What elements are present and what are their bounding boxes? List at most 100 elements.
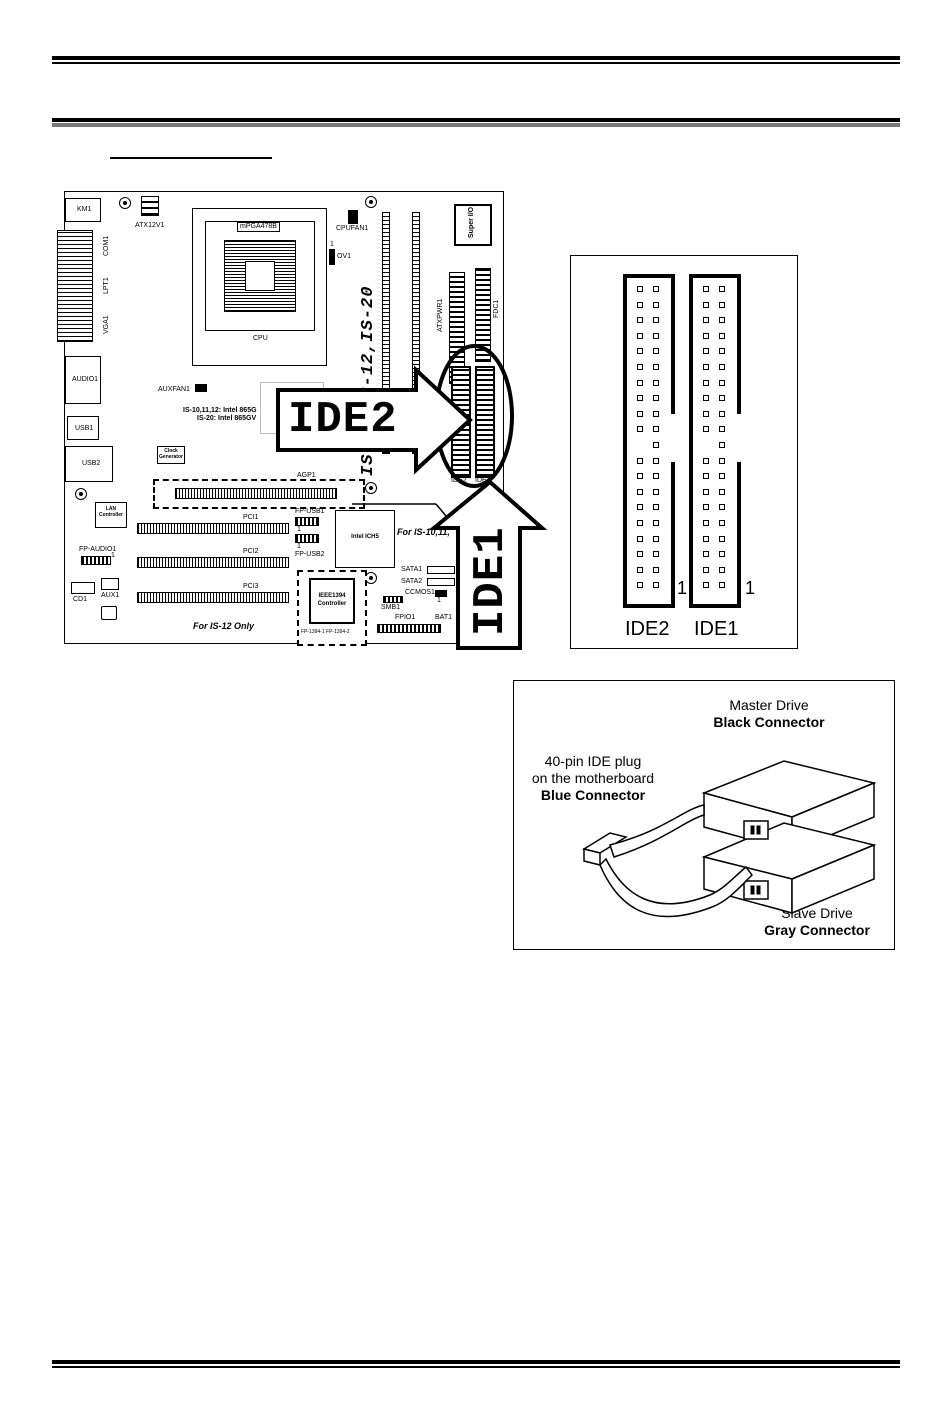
master-drive-label: Master Drive Black Connector xyxy=(713,697,825,730)
ide-pin xyxy=(719,395,725,402)
ov1-jumper xyxy=(329,249,335,265)
ide-pin xyxy=(703,348,709,355)
cpu-socket xyxy=(205,221,315,331)
ide2-pinout-connector xyxy=(623,274,675,608)
fp-audio1-header xyxy=(81,556,111,565)
ide-pin xyxy=(653,364,659,370)
aux1-connector xyxy=(101,578,119,590)
ide-pin xyxy=(719,473,725,480)
ide1-pin1-label: 1 xyxy=(745,578,756,598)
ide-pin xyxy=(637,488,643,495)
ide-pin xyxy=(703,317,709,324)
ide-pin xyxy=(703,488,709,495)
ieee1394-controller-chip: IEEE1394 Controller xyxy=(309,578,355,624)
ide-pin xyxy=(653,582,659,589)
pci3-slot xyxy=(137,592,289,603)
fp-usb2-header xyxy=(295,534,319,543)
ide-pin xyxy=(653,332,659,339)
section-rule xyxy=(52,118,900,127)
ide-pin xyxy=(653,504,659,511)
ide-pin xyxy=(703,582,709,589)
mount-hole xyxy=(365,196,377,208)
ide-pin xyxy=(719,348,725,355)
agp1-slot xyxy=(175,488,337,499)
ide2-callout-arrow xyxy=(276,365,473,475)
dimm-slot-1 xyxy=(382,212,390,454)
ide-pin xyxy=(719,457,725,464)
ide-pin xyxy=(719,551,725,558)
connector-key-notch xyxy=(733,414,741,462)
ide-pin xyxy=(703,504,709,511)
ide-pin xyxy=(653,566,659,573)
atx12v1-connector xyxy=(141,196,159,216)
ide-pin xyxy=(703,301,709,308)
smb1-header xyxy=(383,596,403,603)
ide-pin xyxy=(719,488,725,495)
ide-pin xyxy=(703,535,709,542)
cpu-die xyxy=(245,261,275,291)
ide-pin xyxy=(719,520,725,526)
sata2-connector xyxy=(427,578,455,586)
ide-pin xyxy=(719,535,725,542)
ide-pin xyxy=(703,332,709,339)
audio1-port: AUDIO1 xyxy=(65,356,101,404)
ide-pin xyxy=(637,395,643,402)
ide-pin xyxy=(703,364,709,370)
ide-pin xyxy=(719,410,725,417)
ide-pin xyxy=(637,582,643,589)
ide-pin xyxy=(719,332,725,339)
com1-lpt1-ports xyxy=(57,230,93,342)
ide-pin xyxy=(653,410,659,417)
usb2-port: USB2 xyxy=(65,446,113,482)
ide-pin xyxy=(703,426,709,433)
ide-pin xyxy=(703,551,709,558)
ide-pin xyxy=(719,286,725,292)
drives-and-cable-drawing xyxy=(582,760,877,918)
ide-pinout-diagram: 1 1 IDE2 IDE1 xyxy=(570,255,798,649)
ide-pin xyxy=(637,535,643,542)
pci2-slot xyxy=(137,557,289,568)
ieee1394-highlight: IEEE1394 Controller FP-1394-1 FP-1394-2 xyxy=(297,570,367,646)
connector-key-notch xyxy=(667,414,675,462)
auxfan1-header xyxy=(195,384,207,392)
mount-hole xyxy=(119,197,131,209)
ide-pin xyxy=(637,364,643,370)
ide-pin xyxy=(637,379,643,386)
ide-pin xyxy=(719,566,725,573)
agp1-highlight xyxy=(153,479,365,509)
ide-pin xyxy=(653,551,659,558)
ide1-pinout-label: IDE1 xyxy=(694,618,739,640)
ide-pin xyxy=(703,286,709,292)
ide2-pinout-label: IDE2 xyxy=(625,618,670,640)
ide-pin xyxy=(719,317,725,324)
ide-pin xyxy=(653,317,659,324)
ide-pin xyxy=(653,426,659,433)
cpu-socket-area: mPGA478B CPU xyxy=(192,208,327,366)
ide-pin xyxy=(637,301,643,308)
fpio1-header xyxy=(377,624,441,633)
ide-pin xyxy=(653,286,659,292)
ide-pin xyxy=(637,286,643,292)
ide-pin xyxy=(719,582,725,589)
ide-pin xyxy=(653,379,659,386)
cd1-connector xyxy=(71,582,95,594)
ide2-callout-label: IDE2 xyxy=(288,395,398,445)
ide-pin xyxy=(653,301,659,308)
footer-rule xyxy=(52,1360,900,1368)
km1-port: KM1 xyxy=(65,198,101,222)
ide1-connector xyxy=(475,366,495,478)
ide-pin xyxy=(637,332,643,339)
small-chip xyxy=(101,606,117,620)
sata1-connector xyxy=(427,566,455,574)
ide-pin xyxy=(719,301,725,308)
ide-pin xyxy=(653,457,659,464)
ide1-callout-label: IDE1 xyxy=(466,526,516,636)
ich5-chip: Intel ICH5 xyxy=(335,510,395,568)
ide-pin xyxy=(719,364,725,370)
ide-pin xyxy=(653,488,659,495)
ide-pin xyxy=(719,442,725,448)
pci1-slot xyxy=(137,523,289,534)
ide-pin xyxy=(637,410,643,417)
mount-hole xyxy=(365,482,377,494)
